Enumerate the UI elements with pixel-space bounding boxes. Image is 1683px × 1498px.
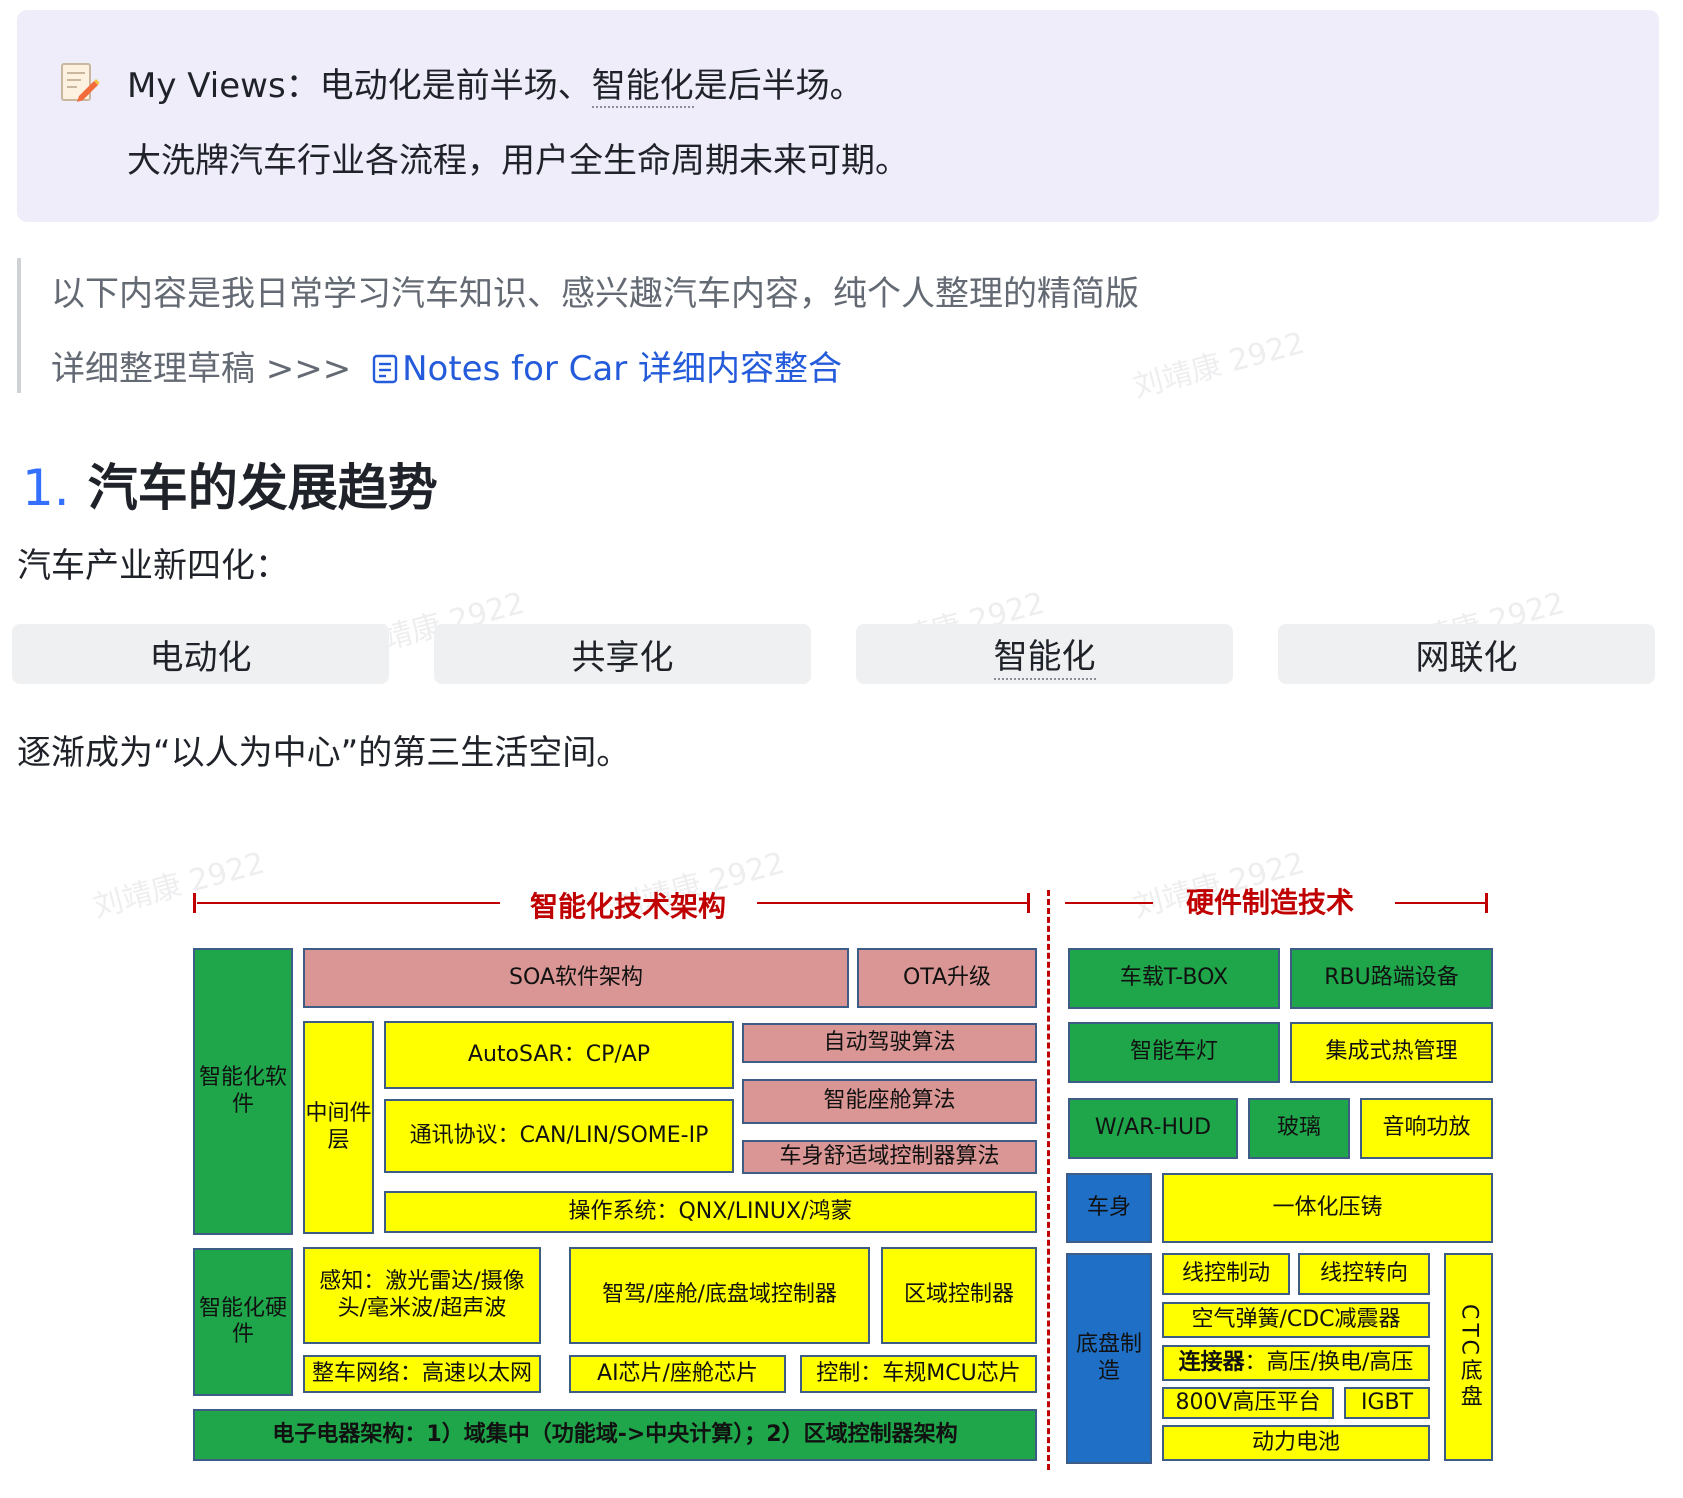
hardware-label: 智能化硬件 <box>193 1248 293 1396</box>
glossary-term[interactable]: 智能化 <box>591 66 694 108</box>
adas-algo-box: 自动驾驶算法 <box>742 1023 1037 1063</box>
section-heading: 1. 汽车的发展趋势 <box>22 448 438 520</box>
steer-by-wire-box: 线控转向 <box>1298 1253 1430 1295</box>
connector-label: 连接器 <box>1178 1349 1245 1375</box>
right-section-title: 硬件制造技术 <box>1186 886 1355 919</box>
callout-block: My Views：电动化是前半场、智能化是后半场。 大洗牌汽车行业各流程，用户全… <box>17 10 1659 222</box>
body-box: 车身 <box>1066 1173 1152 1243</box>
800v-platform-box: 800V高压平台 <box>1162 1387 1334 1419</box>
doc-link-text[interactable]: Notes for Car 详细内容整合 <box>402 349 843 389</box>
tbox-box: 车载T-BOX <box>1068 948 1280 1009</box>
document-icon <box>372 354 398 384</box>
air-spring-box: 空气弹簧/CDC减震器 <box>1162 1302 1430 1338</box>
igbt-box: IGBT <box>1344 1387 1430 1419</box>
glass-box: 玻璃 <box>1248 1098 1350 1159</box>
callout-line-2: 大洗牌汽车行业各流程，用户全生命周期未来可期。 <box>127 141 909 181</box>
arrow-line <box>197 902 500 904</box>
heading-title: 汽车的发展趋势 <box>87 459 438 517</box>
callout-line-1: My Views：电动化是前半场、智能化是后半场。 <box>127 58 864 108</box>
arrow-line <box>1065 902 1153 904</box>
software-label: 智能化软件 <box>193 948 293 1235</box>
heading-number: 1. <box>22 459 70 517</box>
perception-box: 感知：激光雷达/摄像头/毫米波/超声波 <box>303 1247 541 1344</box>
section-divider <box>1047 890 1050 1470</box>
quote-prefix: 详细整理草稿 >>> <box>51 349 352 389</box>
arrow-tick <box>1027 893 1030 913</box>
ee-architecture-box: 电子电器架构：1）域集中（功能域->中央计算）；2）区域控制器架构 <box>193 1409 1037 1461</box>
tag-connectivity: 网联化 <box>1278 624 1655 684</box>
hud-box: W/AR-HUD <box>1068 1098 1238 1159</box>
network-box: 整车网络：高速以太网 <box>303 1355 541 1393</box>
zone-controller-box: 区域控制器 <box>881 1247 1037 1344</box>
quote-line-1: 以下内容是我日常学习汽车知识、感兴趣汽车内容，纯个人整理的精简版 <box>51 274 1139 314</box>
battery-box: 动力电池 <box>1162 1425 1430 1461</box>
rbu-box: RBU路端设备 <box>1290 948 1493 1009</box>
tag-sharing: 共享化 <box>434 624 811 684</box>
connector-detail: ：高压/换电/高压 <box>1244 1349 1414 1375</box>
tag-row: 电动化 共享化 智能化 网联化 <box>12 624 1656 684</box>
intro-text: 汽车产业新四化： <box>17 546 289 586</box>
tag-electrification: 电动化 <box>12 624 389 684</box>
glossary-term[interactable]: 智能化 <box>993 629 1096 680</box>
mcu-box: 控制：车规MCU芯片 <box>800 1355 1037 1393</box>
casting-box: 一体化压铸 <box>1162 1173 1493 1243</box>
middleware-box: 中间件层 <box>303 1021 374 1234</box>
arrow-line <box>1395 902 1485 904</box>
ai-chip-box: AI芯片/座舱芯片 <box>569 1355 786 1393</box>
tag-intelligence[interactable]: 智能化 <box>856 624 1233 684</box>
body-algo-box: 车身舒适域控制器算法 <box>742 1140 1037 1174</box>
connector-box: 连接器：高压/换电/高压 <box>1162 1345 1430 1381</box>
note-pencil-icon <box>61 63 99 102</box>
brake-by-wire-box: 线控制动 <box>1162 1253 1290 1295</box>
chassis-box: 底盘制造 <box>1066 1253 1152 1464</box>
ctc-label: CTC底盘 <box>1456 1303 1482 1411</box>
cabin-algo-box: 智能座舱算法 <box>742 1079 1037 1124</box>
quote-block: 以下内容是我日常学习汽车知识、感兴趣汽车内容，纯个人整理的精简版 详细整理草稿 … <box>17 258 1317 393</box>
ctc-box: CTC底盘 <box>1444 1253 1493 1461</box>
soa-box: SOA软件架构 <box>303 948 849 1008</box>
thermal-box: 集成式热管理 <box>1290 1022 1493 1083</box>
arrow-line <box>757 902 1027 904</box>
left-section-title: 智能化技术架构 <box>530 890 727 923</box>
arrow-tick <box>193 893 196 913</box>
protocol-box: 通讯协议：CAN/LIN/SOME-IP <box>384 1099 734 1173</box>
doc-link[interactable]: Notes for Car 详细内容整合 <box>362 349 842 389</box>
domain-controller-box: 智驾/座舱/底盘域控制器 <box>569 1247 870 1344</box>
quote-line-2: 详细整理草稿 >>> Notes for Car 详细内容整合 <box>51 341 842 390</box>
closing-text: 逐渐成为“以人为中心”的第三生活空间。 <box>17 733 631 773</box>
ota-box: OTA升级 <box>857 948 1037 1008</box>
autosar-box: AutoSAR：CP/AP <box>384 1021 734 1089</box>
callout-text: My Views：电动化是前半场、 <box>127 66 592 106</box>
arrow-tick <box>1485 893 1488 913</box>
os-box: 操作系统：QNX/LINUX/鸿蒙 <box>384 1191 1037 1233</box>
audio-box: 音响功放 <box>1360 1098 1493 1159</box>
callout-text: 是后半场。 <box>693 66 864 106</box>
smart-lamp-box: 智能车灯 <box>1068 1022 1280 1083</box>
architecture-diagram: 智能化技术架构 硬件制造技术 智能化软件 智能化硬件 SOA软件架构 OTA升级… <box>185 886 1495 1473</box>
